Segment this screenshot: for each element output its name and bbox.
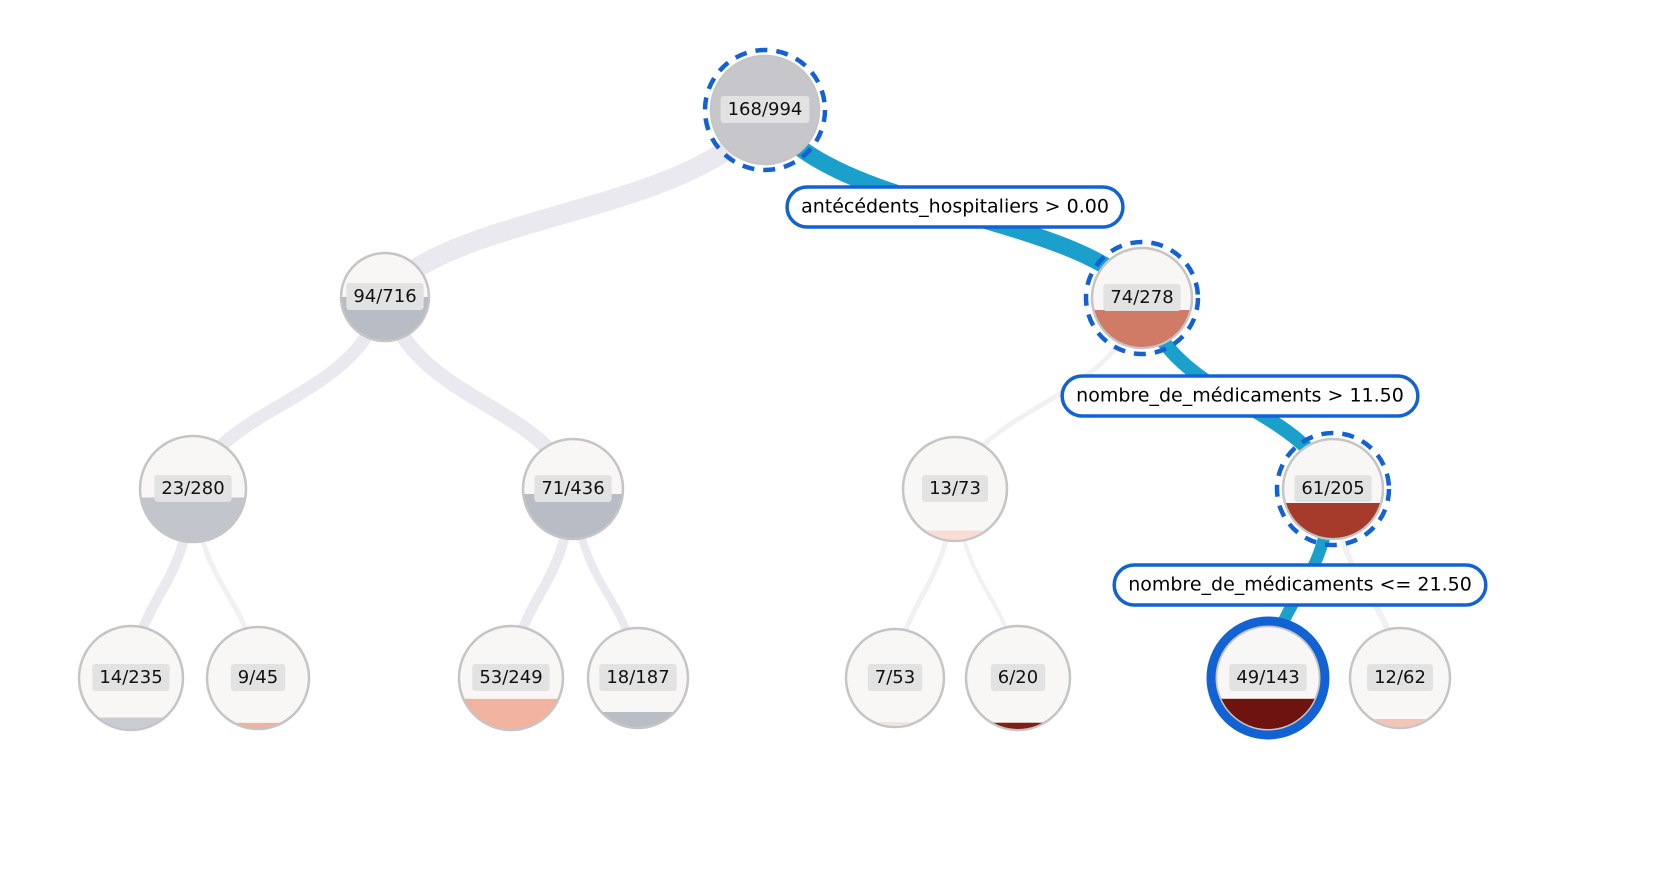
node-count-label: 61/205 bbox=[1301, 478, 1364, 499]
node-count-label: 12/62 bbox=[1374, 667, 1426, 688]
edge-condition-text: antécédents_hospitaliers > 0.00 bbox=[801, 196, 1109, 218]
edge-condition-text: nombre_de_médicaments <= 21.50 bbox=[1128, 574, 1472, 596]
tree-node-71-436[interactable]: 71/436 bbox=[521, 437, 625, 541]
edge-condition-label: nombre_de_médicaments <= 21.50 bbox=[1112, 563, 1488, 607]
path-node-dashed-ring bbox=[1274, 430, 1392, 548]
edge-condition-label: antécédents_hospitaliers > 0.00 bbox=[785, 185, 1125, 229]
edge-label-layer: antécédents_hospitaliers > 0.00 nombre_de… bbox=[785, 185, 1488, 607]
tree-node-61-205[interactable]: 61/205 bbox=[1274, 430, 1392, 548]
node-label-bg bbox=[867, 664, 923, 691]
node-fill-gauge bbox=[1351, 719, 1449, 727]
node-label-bg bbox=[922, 475, 988, 502]
node-fill-gauge bbox=[208, 722, 308, 728]
tree-node-12-62[interactable]: 12/62 bbox=[1348, 626, 1452, 730]
node-label-bg bbox=[599, 664, 677, 691]
node-count-label: 6/20 bbox=[998, 667, 1038, 688]
node-fill-gauge bbox=[904, 530, 1006, 540]
node-count-label: 13/73 bbox=[929, 478, 981, 499]
node-label-bg bbox=[1294, 475, 1372, 502]
node-layer: 168/994 94/716 74/278 23/280 71/436 13/73 61/2… bbox=[77, 47, 1452, 740]
node-label-bg bbox=[1367, 664, 1433, 691]
tree-node-53-249[interactable]: 53/249 bbox=[457, 624, 565, 732]
edge-label-pill bbox=[1060, 374, 1420, 418]
selected-node-ring bbox=[1206, 616, 1330, 740]
node-count-label: 23/280 bbox=[161, 478, 224, 499]
node-label-bg bbox=[154, 475, 232, 502]
tree-node-6-20[interactable]: 6/20 bbox=[964, 624, 1072, 732]
node-count-label: 71/436 bbox=[541, 478, 604, 499]
node-count-label: 9/45 bbox=[238, 667, 278, 688]
node-label-bg bbox=[92, 664, 170, 691]
node-count-label: 94/716 bbox=[353, 286, 416, 307]
edge-condition-label: nombre_de_médicaments > 11.50 bbox=[1060, 374, 1420, 418]
tree-node-18-187[interactable]: 18/187 bbox=[586, 626, 690, 730]
node-count-label: 49/143 bbox=[1236, 667, 1299, 688]
node-label-bg bbox=[346, 283, 424, 310]
tree-node-9-45[interactable]: 9/45 bbox=[205, 625, 311, 731]
node-label-bg bbox=[230, 664, 286, 691]
tree-node-23-280[interactable]: 23/280 bbox=[138, 434, 248, 544]
tree-node-74-278[interactable]: 74/278 bbox=[1083, 239, 1201, 357]
node-count-label: 14/235 bbox=[99, 667, 162, 688]
node-label-bg bbox=[534, 475, 612, 502]
node-count-label: 18/187 bbox=[606, 667, 669, 688]
node-count-label: 53/249 bbox=[479, 667, 542, 688]
path-node-dashed-ring bbox=[1083, 239, 1201, 357]
node-label-bg bbox=[990, 664, 1046, 691]
tree-node-7-53[interactable]: 7/53 bbox=[844, 627, 946, 729]
node-label-bg bbox=[1103, 284, 1181, 311]
node-fill-gauge bbox=[847, 722, 943, 726]
tree-node-94-716[interactable]: 94/716 bbox=[339, 251, 431, 343]
node-count-label: 7/53 bbox=[875, 667, 915, 688]
edge-condition-text: nombre_de_médicaments > 11.50 bbox=[1076, 385, 1404, 407]
tree-node-49-143[interactable]: 49/143 bbox=[1206, 616, 1330, 740]
edge-label-pill bbox=[785, 185, 1125, 229]
tree-node-168-994[interactable]: 168/994 bbox=[702, 47, 828, 173]
node-count-label: 74/278 bbox=[1110, 287, 1173, 308]
edge-label-pill bbox=[1112, 563, 1488, 607]
node-fill-gauge bbox=[80, 717, 182, 729]
tree-edge bbox=[375, 100, 775, 307]
node-label-bg bbox=[720, 96, 810, 123]
node-fill-gauge bbox=[141, 497, 245, 541]
node-count-label: 168/994 bbox=[728, 99, 803, 120]
path-node-dashed-ring bbox=[702, 47, 828, 173]
node-fill-gauge bbox=[967, 722, 1069, 729]
node-label-bg bbox=[1229, 664, 1307, 691]
tree-node-13-73[interactable]: 13/73 bbox=[901, 435, 1009, 543]
node-label-bg bbox=[472, 664, 550, 691]
tree-node-14-235[interactable]: 14/235 bbox=[77, 624, 185, 732]
